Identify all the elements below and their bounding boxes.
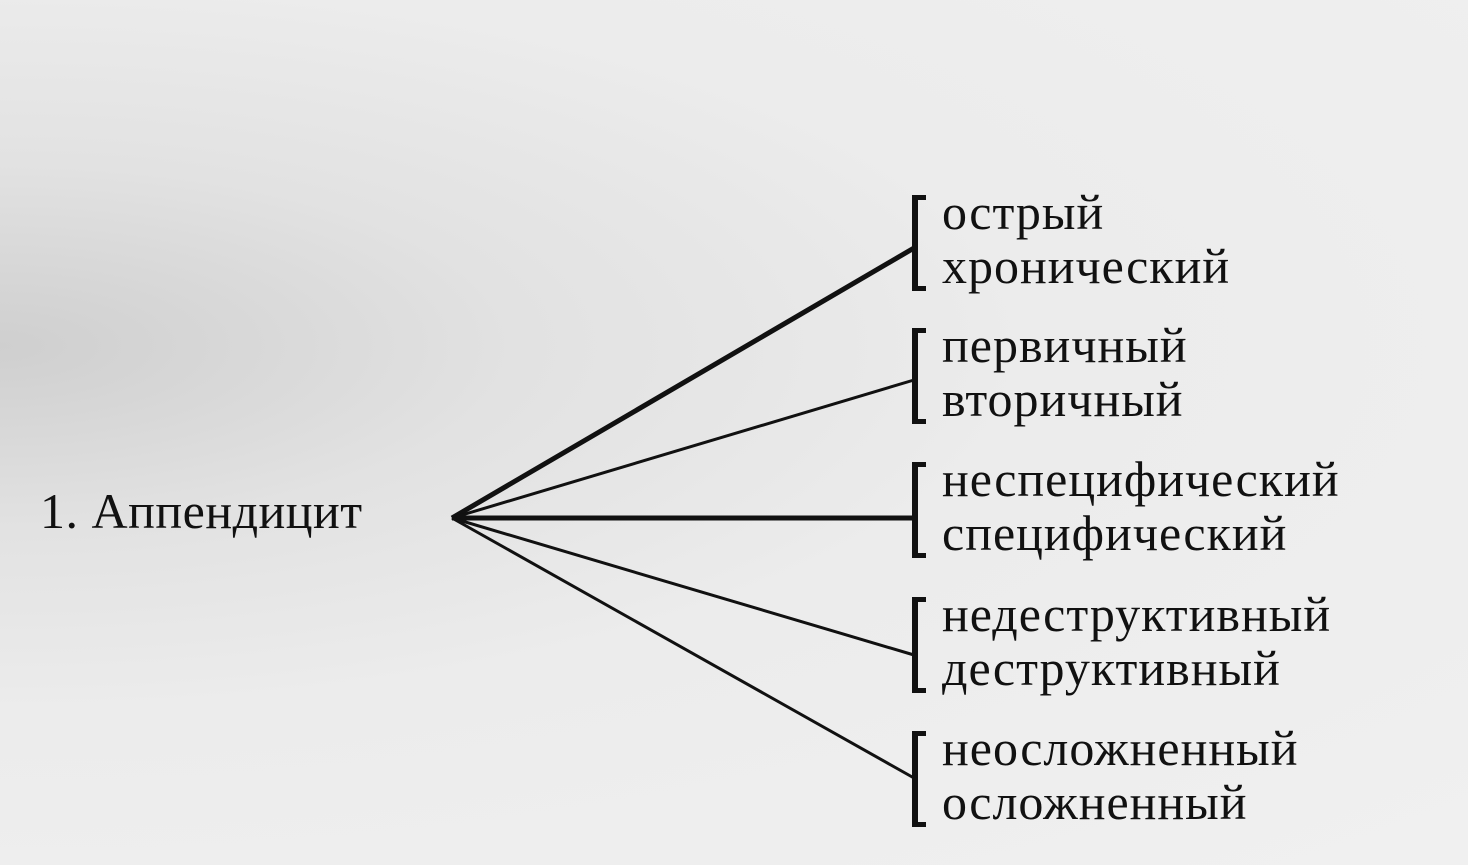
classification-group-course: острый хронический — [912, 187, 1462, 295]
bracket — [912, 462, 926, 558]
option-label: специфический — [942, 505, 1288, 561]
option-label: вторичный — [942, 371, 1184, 427]
bracket — [912, 195, 926, 291]
connector-line — [451, 378, 915, 520]
connector-line — [450, 245, 916, 521]
connector-line — [451, 516, 915, 657]
classification-group-complications: неосложненный осложненный — [912, 723, 1462, 831]
option-label: недеструктивный — [942, 586, 1332, 642]
bracket — [912, 328, 926, 424]
option-label: осложненный — [942, 774, 1248, 830]
classification-group-destruction: недеструктивный деструктивный — [912, 589, 1462, 697]
option-label: острый — [942, 184, 1105, 240]
classification-group-origin: первичный вторичный — [912, 320, 1462, 428]
option-label: неосложненный — [942, 720, 1299, 776]
bracket — [912, 597, 926, 693]
option-label: деструктивный — [942, 640, 1281, 696]
option-label: неспецифический — [942, 451, 1340, 507]
option-label: хронический — [942, 238, 1231, 294]
option-label: первичный — [942, 317, 1188, 373]
connector-line — [451, 516, 915, 780]
classification-group-specificity: неспецифический специфический — [912, 454, 1462, 562]
bracket — [912, 731, 926, 827]
root-node-appendicitis: 1. Аппендицит — [40, 483, 363, 539]
